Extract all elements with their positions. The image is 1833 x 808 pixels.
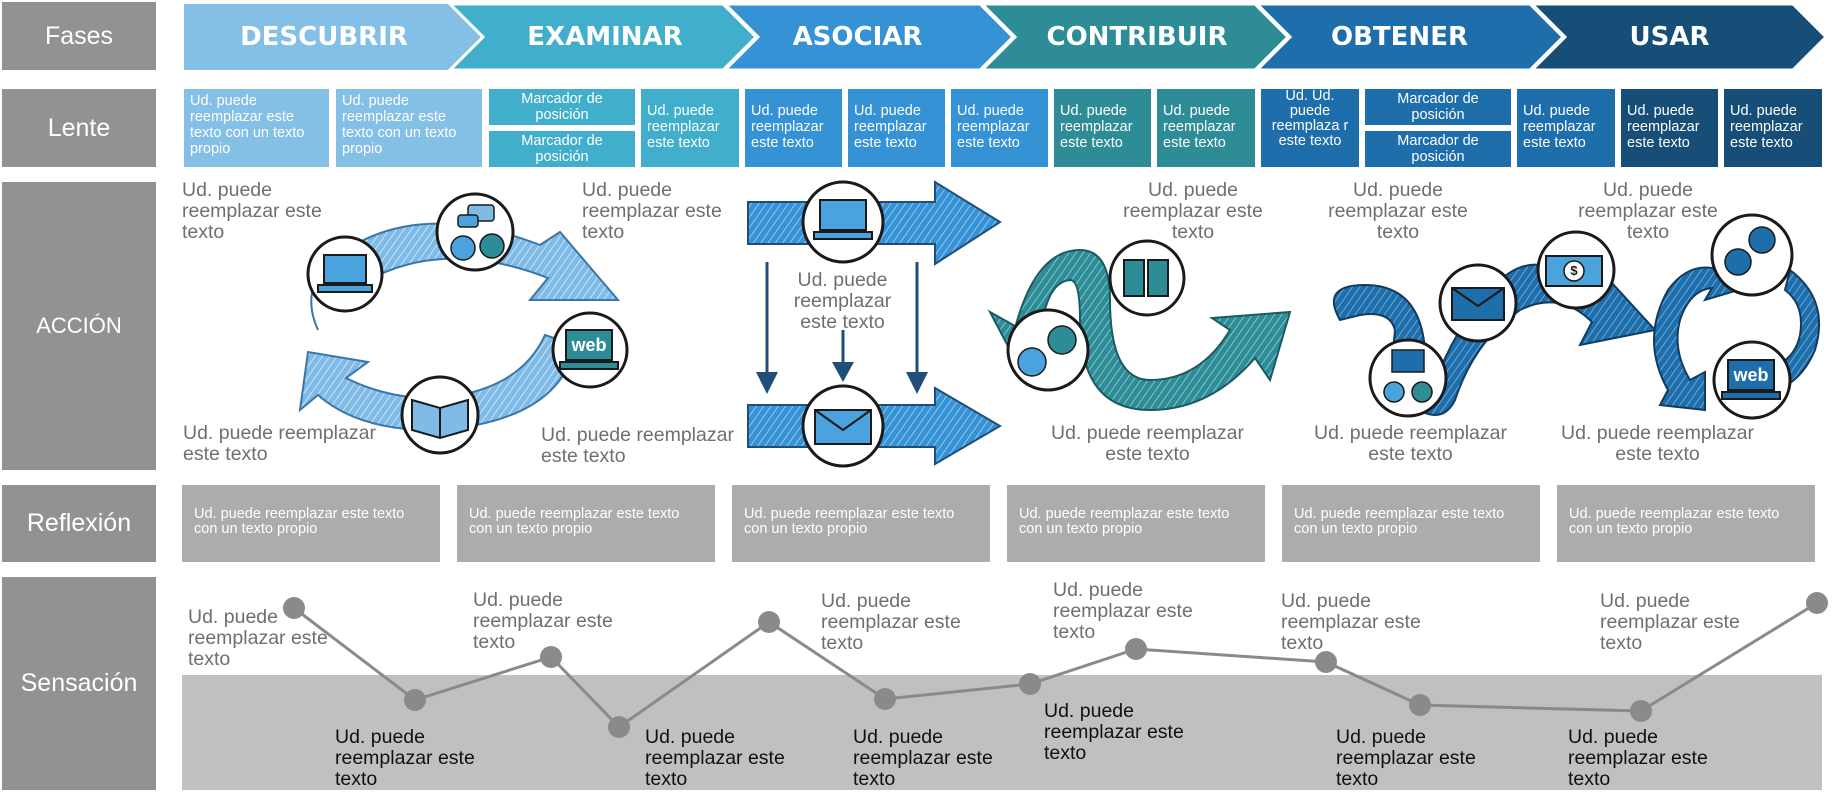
reflection-box-5: Ud. puede reemplazar este texto con un t…: [1282, 485, 1540, 562]
contribute-snake-arrow: [987, 248, 1292, 412]
phase-chevrons: [184, 2, 1829, 72]
lens-box-10: Ud. Ud. puede reemplaza r este texto: [1261, 89, 1359, 167]
sensation-text-below-6: Ud. puede reemplazar este texto: [1568, 726, 1708, 790]
lens-box-9: Ud. puede reemplazar este texto: [1157, 89, 1255, 167]
action-text-10: Ud. puede reemplazar este texto: [1578, 179, 1718, 243]
sensation-text-above-2: Ud. puede reemplazar este texto: [473, 589, 613, 653]
lens-box-1: Ud. puede reemplazar este texto con un t…: [184, 89, 329, 167]
laptop-icon: [306, 235, 384, 313]
sensation-point: [1019, 673, 1041, 695]
sensation-text-above-4: Ud. puede reemplazar este texto: [1053, 579, 1193, 643]
sensation-line: [293, 601, 1818, 729]
reflection-box-1: Ud. puede reemplazar este texto con un t…: [182, 485, 440, 562]
sensation-point: [1806, 592, 1828, 614]
phase-label-usar: USAR: [1629, 22, 1710, 52]
action-text-8: Ud. puede reemplazar este texto: [1328, 179, 1468, 243]
action-text-4: Ud. puede reemplazar este texto: [541, 424, 734, 467]
lens-box-2: Ud. puede reemplazar este texto con un t…: [336, 89, 482, 167]
lens-box-11b: Marcador de posición: [1365, 131, 1511, 167]
web-label-b: web: [1733, 365, 1769, 385]
lens-box-8: Ud. puede reemplazar este texto: [1054, 89, 1151, 167]
sensation-text-below-3: Ud. puede reemplazar este texto: [853, 726, 993, 790]
action-text-5: Ud. puede reemplazar este texto: [793, 269, 892, 333]
use-web-laptop-icon: [1712, 340, 1792, 420]
sensation-point: [283, 597, 305, 619]
sensation-text-above-6: Ud. puede reemplazar este texto: [1600, 590, 1740, 654]
action-text-9: Ud. puede reemplazar este texto: [1314, 422, 1507, 465]
obtain-envelope-icon: [1438, 263, 1518, 343]
web-label-a: web: [571, 335, 607, 355]
reflection-box-2: Ud. puede reemplazar este texto con un t…: [457, 485, 715, 562]
computer-faces-icon: [1368, 338, 1448, 418]
lens-box-13: Ud. puede reemplazar este texto: [1621, 89, 1718, 167]
sensation-point: [540, 646, 562, 668]
action-text-3: Ud. puede reemplazar este texto: [183, 422, 376, 465]
action-text-6: Ud. puede reemplazar este texto: [1123, 179, 1263, 243]
action-text-11: Ud. puede reemplazar este texto: [1561, 422, 1754, 465]
sensation-point: [404, 689, 426, 711]
sensation-point: [1630, 700, 1652, 722]
reflection-box-6: Ud. puede reemplazar este texto con un t…: [1557, 485, 1815, 562]
lens-box-3a: Marcador de posición: [489, 89, 635, 125]
lens-box-14: Ud. puede reemplazar este texto: [1724, 89, 1822, 167]
sensation-point: [758, 611, 780, 633]
faces-icon: [1006, 308, 1090, 392]
sensation-point: [1315, 651, 1337, 673]
money-icon: [1536, 230, 1616, 310]
row-label-lente: Lente: [2, 89, 156, 167]
sensation-point: [1409, 694, 1431, 716]
chat-faces-icon: [435, 192, 515, 272]
phase-chevron-descubrir: [184, 4, 481, 70]
sensation-text-above-3: Ud. puede reemplazar este texto: [821, 590, 961, 654]
associate-laptop-icon: [801, 180, 885, 264]
row-label-fases: Fases: [2, 2, 156, 70]
lens-box-12: Ud. puede reemplazar este texto: [1517, 89, 1615, 167]
reflection-box-3: Ud. puede reemplazar este texto con un t…: [732, 485, 990, 562]
lens-box-11a: Marcador de posición: [1365, 89, 1511, 125]
associate-down-arrows: [756, 262, 928, 394]
row-label-accion: ACCIÓN: [2, 182, 156, 470]
lens-box-3b: Marcador de posición: [489, 131, 635, 167]
phase-chevron-usar: [1528, 2, 1829, 72]
sensation-text-below-1: Ud. puede reemplazar este texto: [335, 726, 475, 790]
web-laptop-icon: [551, 311, 629, 389]
sensation-text-above-1: Ud. puede reemplazar este texto: [188, 606, 328, 670]
use-faces-icon: [1710, 213, 1794, 297]
sensation-point: [874, 688, 896, 710]
associate-envelope-icon: [801, 384, 885, 468]
servers-icon: [1108, 239, 1186, 317]
phase-label-asociar: ASOCIAR: [792, 22, 923, 52]
phase-label-descubrir: DESCUBRIR: [240, 22, 408, 52]
sensation-text-above-5: Ud. puede reemplazar este texto: [1281, 590, 1421, 654]
phase-label-obtener: OBTENER: [1331, 22, 1468, 52]
sensation-point: [1125, 638, 1147, 660]
sensation-band: [182, 675, 1822, 790]
sensation-point: [608, 716, 630, 738]
sensation-text-below-5: Ud. puede reemplazar este texto: [1336, 726, 1476, 790]
row-label-reflexion: Reflexión: [2, 485, 156, 562]
row-label-sensacion: Sensación: [2, 577, 156, 790]
action-text-1: Ud. puede reemplazar este texto: [182, 179, 322, 243]
reflection-box-4: Ud. puede reemplazar este texto con un t…: [1007, 485, 1265, 562]
sensation-text-below-2: Ud. puede reemplazar este texto: [645, 726, 785, 790]
phase-label-contribuir: CONTRIBUIR: [1046, 22, 1228, 52]
lens-box-5: Ud. puede reemplazar este texto: [745, 89, 842, 167]
lens-box-4: Ud. puede reemplazar este texto: [641, 89, 739, 167]
book-icon: [400, 375, 480, 455]
lens-box-6: Ud. puede reemplazar este texto: [848, 89, 945, 167]
lens-box-7: Ud. puede reemplazar este texto: [951, 89, 1048, 167]
dollar-label: $: [1570, 263, 1578, 278]
sensation-text-below-4: Ud. puede reemplazar este texto: [1044, 700, 1184, 764]
phase-label-examinar: EXAMINAR: [527, 22, 683, 52]
action-text-2: Ud. puede reemplazar este texto: [582, 179, 722, 243]
discover-cycle-arrows: [298, 222, 621, 432]
action-text-7: Ud. puede reemplazar este texto: [1051, 422, 1244, 465]
